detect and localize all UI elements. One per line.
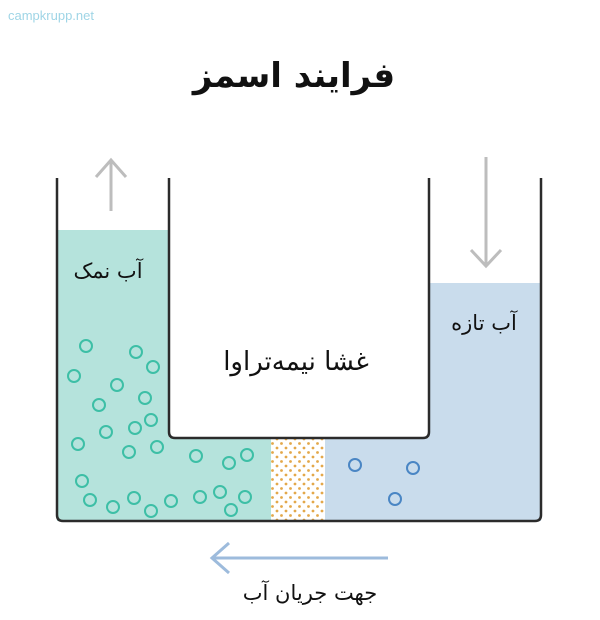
salt-particle [99,425,113,439]
salt-particle [79,339,93,353]
salt-particle [238,490,252,504]
arrow-up-icon [94,157,128,211]
salt-particle [92,398,106,412]
salt-particle [146,360,160,374]
salt-particle [144,413,158,427]
salt-particle [106,500,120,514]
salt-particles [67,339,254,518]
salt-particle [71,437,85,451]
salt-particle [213,485,227,499]
container-outer-wall [55,178,543,523]
salt-water-label: آب نمک [73,258,143,283]
salt-particle [193,490,207,504]
salt-water-region [57,230,271,521]
salt-particle [67,369,81,383]
fresh-particles [348,458,420,506]
membrane-label: غشا نیمه‌تراوا [223,347,369,377]
salt-particle [189,449,203,463]
salt-particle [240,448,254,462]
salt-particle [128,421,142,435]
salt-particle [129,345,143,359]
salt-particle [224,503,238,517]
arrow-left-icon [209,541,388,575]
arrow-down-icon [469,157,503,269]
fresh-water-region [325,283,541,521]
fresh-water-label: آب تازه [451,310,518,335]
fresh-particle [406,461,420,475]
container-inner-wall [167,178,431,440]
salt-particle [127,491,141,505]
salt-particle [122,445,136,459]
fresh-particle [388,492,402,506]
fresh-particle [348,458,362,472]
salt-particle [164,494,178,508]
salt-particle [144,504,158,518]
salt-particle [110,378,124,392]
salt-particle [150,440,164,454]
flow-direction-label: جهت جریان آب [243,580,377,605]
semi-permeable-membrane [271,438,325,521]
page-title: فرایند اسمز [191,56,395,96]
watermark: campkrupp.net [8,8,94,23]
salt-particle [83,493,97,507]
salt-particle [75,474,89,488]
salt-particle [222,456,236,470]
salt-particle [138,391,152,405]
